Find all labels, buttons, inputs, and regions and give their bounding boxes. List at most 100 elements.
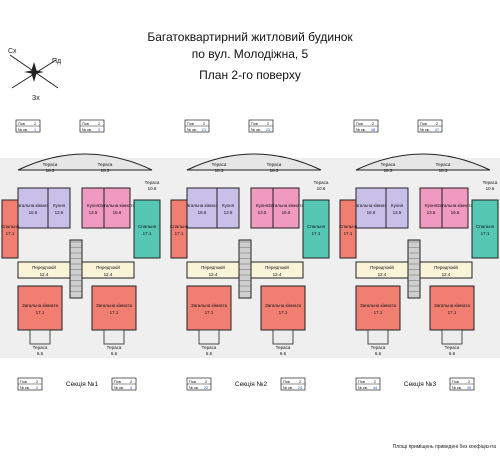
- living-bottom-right-area: 17.1: [448, 310, 457, 315]
- apt-tag-top-left-floor-label: Пов: [187, 122, 194, 126]
- apt-tag-top-right-apt-label: № кв.: [82, 128, 92, 132]
- terrace-bottom-right: [441, 329, 463, 345]
- living-top-left-label: Загальна кімната: [184, 203, 220, 208]
- hall-left-area: 12.4: [209, 272, 218, 277]
- living-bottom-left-room: [355, 285, 401, 331]
- apt-tag-bottom-right-floor-value: 2: [468, 380, 470, 384]
- living-top-left-area: 16.6: [367, 210, 376, 215]
- hall-left-label: Передпокій: [370, 264, 394, 270]
- bedroom-left-room: [170, 199, 188, 259]
- apt-tag-bottom-left-floor-value: 2: [36, 380, 38, 384]
- terrace-top-right-label: Тераса: [98, 162, 113, 167]
- kitchen-top-right-room: [81, 187, 105, 229]
- hall-left-area: 12.4: [40, 272, 49, 277]
- living-bottom-left-label: Загальна кімната: [191, 303, 227, 308]
- apt-tag-top-left-apt-number: 21: [202, 128, 206, 132]
- apt-tag-top-left-apt-label: № кв.: [18, 128, 28, 132]
- living-top-right-label: Загальна кімната: [99, 203, 135, 208]
- bedroom-mid-room: [302, 199, 330, 259]
- apt-tag-bottom-right-floor-label: Пов: [452, 380, 459, 384]
- apt-tag-bottom-left-floor-value: 2: [205, 380, 207, 384]
- kitchen-top-right-area: 13.5: [258, 210, 267, 215]
- apt-tag-top-right-floor-value: 2: [436, 122, 438, 126]
- kitchen-top-right-label: Кухня: [87, 203, 100, 208]
- kitchen-top-left-label: Кухня: [391, 203, 404, 208]
- apt-tag-bottom-right-apt-number: 24: [298, 386, 302, 390]
- hall-right-label: Передпокій: [96, 264, 120, 270]
- terrace-bottom-right-area: 6.6: [111, 351, 118, 356]
- living-top-right-room: [103, 187, 131, 229]
- terrace-bottom-right-area: 6.6: [449, 351, 456, 356]
- section-name: Секція №2: [235, 380, 268, 388]
- apt-tag-top-right-floor-label: Пов: [420, 122, 427, 126]
- kitchen-top-left-room: [385, 187, 409, 229]
- apt-tag-bottom-right-apt-label: № кв.: [283, 386, 293, 390]
- terrace-side-label: Тераса: [314, 180, 329, 185]
- apt-tag-top-left-apt-number: 46: [371, 128, 375, 132]
- terrace-top-right-area: 18.3: [101, 168, 110, 173]
- kitchen-top-left-label: Кухня: [53, 203, 66, 208]
- terrace-bottom-left: [198, 329, 220, 345]
- building-address: по вул. Молодіжна, 5: [191, 47, 309, 61]
- apt-tag-bottom-left-apt-number: 44: [373, 386, 377, 390]
- hall-right-room: [419, 261, 473, 279]
- apt-tag-bottom-left-apt-label: № кв.: [189, 386, 199, 390]
- hall-right-area: 12.4: [442, 272, 451, 277]
- terrace-bottom-left: [29, 329, 51, 345]
- kitchen-top-left-area: 13.5: [393, 210, 402, 215]
- terrace-bottom-right: [103, 329, 125, 345]
- hall-right-room: [250, 261, 304, 279]
- apt-tag-top-right-apt-number: 23: [266, 128, 270, 132]
- apt-tag-bottom-left-apt-label: № кв.: [20, 386, 30, 390]
- terrace-side-area: 10.6: [486, 186, 495, 191]
- apt-tag-bottom-right-floor-value: 2: [130, 380, 132, 384]
- hall-left-label: Передпокій: [201, 264, 225, 270]
- terrace-bottom-left-label: Тераса: [33, 345, 48, 350]
- living-bottom-right-area: 17.1: [279, 310, 288, 315]
- apt-tag-top-left-apt-label: № кв.: [187, 128, 197, 132]
- terrace-bottom-right-label: Тераса: [445, 345, 460, 350]
- terrace-top-left-area: 18.3: [46, 168, 55, 173]
- living-bottom-left-room: [17, 285, 63, 331]
- apt-tag-top-right-apt-label: № кв.: [420, 128, 430, 132]
- hall-left-room: [186, 261, 240, 279]
- hall-left-area: 12.4: [378, 272, 387, 277]
- kitchen-top-left-room: [216, 187, 240, 229]
- terrace-top-right-area: 18.3: [439, 168, 448, 173]
- hall-right-room: [81, 261, 135, 279]
- living-top-left-room: [17, 187, 49, 229]
- apt-tag-top-left-floor-label: Пов: [18, 122, 25, 126]
- terrace-top-right-area: 18.3: [270, 168, 279, 173]
- living-top-right-area: 16.6: [113, 210, 122, 215]
- terrace-bottom-left-area: 6.6: [37, 351, 44, 356]
- living-bottom-right-label: Загальна кімната: [265, 303, 301, 308]
- kitchen-top-right-area: 13.5: [427, 210, 436, 215]
- kitchen-top-left-area: 13.5: [55, 210, 64, 215]
- terrace-top-left-label: Тераса: [43, 162, 58, 167]
- kitchen-top-left-area: 13.5: [224, 210, 233, 215]
- hall-right-area: 12.4: [273, 272, 282, 277]
- stair-core: [407, 239, 421, 299]
- terrace-bottom-left-label: Тераса: [371, 345, 386, 350]
- kitchen-top-left-room: [47, 187, 71, 229]
- apt-tag-top-left-apt-label: № кв.: [356, 128, 366, 132]
- terrace-bottom-left-label: Тераса: [202, 345, 217, 350]
- apt-tag-top-right-floor-value: 2: [98, 122, 100, 126]
- living-top-left-area: 16.6: [198, 210, 207, 215]
- compass-s-label: Зх: [32, 95, 40, 102]
- terrace-bottom-right: [272, 329, 294, 345]
- stair-core: [238, 239, 252, 299]
- apt-tag-top-right-apt-number: 47: [435, 128, 439, 132]
- apt-tag-top-right-apt-label: № кв.: [251, 128, 261, 132]
- bedroom-left-area: 17.1: [175, 231, 184, 236]
- living-bottom-left-area: 17.1: [374, 310, 383, 315]
- living-top-left-label: Загальна кімната: [15, 203, 51, 208]
- apt-tag-bottom-left-apt-number: 22: [204, 386, 208, 390]
- kitchen-top-right-label: Кухня: [256, 203, 269, 208]
- living-top-right-area: 16.6: [451, 210, 460, 215]
- living-top-right-area: 16.6: [282, 210, 291, 215]
- terrace-side-label: Тераса: [145, 180, 160, 185]
